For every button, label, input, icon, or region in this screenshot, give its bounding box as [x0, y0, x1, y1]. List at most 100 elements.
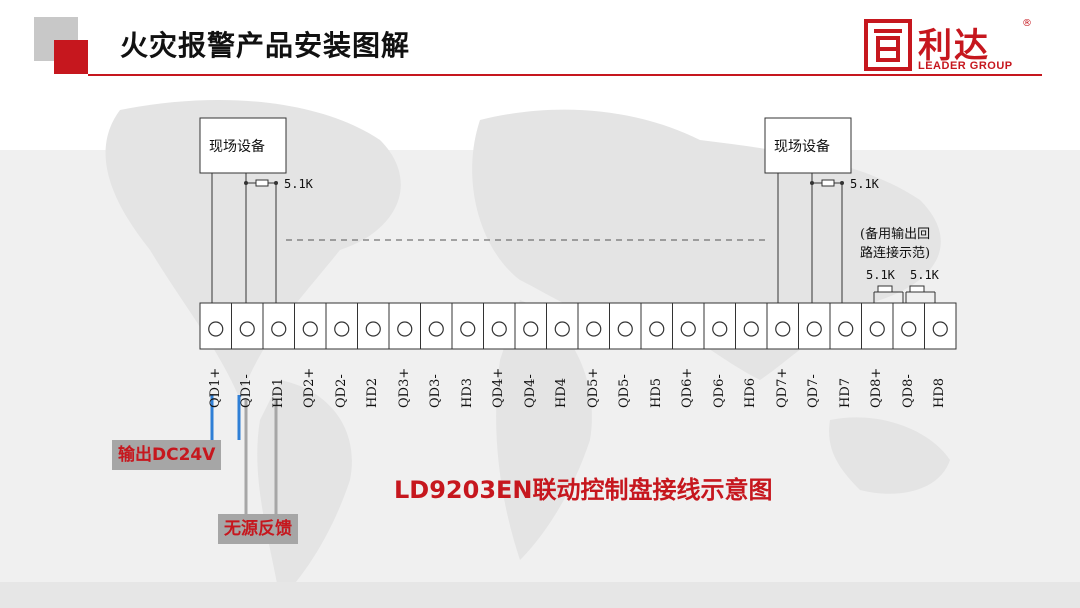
terminal-label-text: HD3 [459, 377, 475, 408]
terminal-label: QD1- [239, 358, 255, 408]
terminal-label: HD4 [554, 358, 570, 408]
terminal-screw-icon [743, 321, 759, 337]
terminal-label: QD4- [523, 358, 539, 408]
footer-band [0, 582, 1080, 608]
terminal-screw-icon [838, 321, 854, 337]
terminal-label-text: QD3- [428, 374, 444, 408]
terminal-label: HD2 [365, 358, 381, 408]
terminal-label-text: HD2 [365, 377, 381, 408]
device-label-right: 现场设备 [774, 139, 830, 155]
terminal-label: QD6- [712, 358, 728, 408]
terminal-label: QD3- [428, 358, 444, 408]
terminal-screw-icon [932, 321, 948, 337]
logo-registered-mark: ® [1022, 18, 1032, 29]
terminal-screw-icon [428, 321, 444, 337]
terminal-label-text: QD4- [522, 374, 538, 408]
resistor-label-left: 5.1K [284, 177, 313, 191]
terminal-label: QD2+ [302, 358, 318, 408]
terminal-screw-icon [365, 321, 381, 337]
terminal-label-text: HD6 [743, 377, 759, 408]
terminal-strip [199, 302, 957, 350]
terminal-label-text: QD7+ [774, 367, 790, 408]
terminal-screw-icon [712, 321, 728, 337]
terminal-label-text: QD7- [806, 374, 822, 408]
terminal-label-text: QD1- [239, 374, 255, 408]
terminal-screw-icon [523, 321, 539, 337]
terminal-label-text: QD8- [900, 374, 916, 408]
tag-output-dc24v: 输出DC24V [112, 440, 222, 470]
terminal-label-text: QD2- [333, 374, 349, 408]
terminal-label-text: QD6- [711, 374, 727, 408]
terminal-label: QD8- [901, 358, 917, 408]
terminal-label: QD1+ [208, 358, 224, 408]
terminal-label: HD5 [649, 358, 665, 408]
tag-passive-feedback: 无源反馈 [218, 514, 298, 544]
terminal-screw-icon [680, 321, 696, 337]
terminal-label-text: HD7 [837, 377, 853, 408]
device-label-left: 现场设备 [209, 139, 265, 155]
terminal-label: QD2- [334, 358, 350, 408]
resistor-right [821, 179, 835, 187]
terminal-label-text: QD6+ [680, 367, 696, 408]
terminal-label: QD7- [806, 358, 822, 408]
spare-resistor-label-1: 5.1K [866, 268, 895, 282]
terminal-screw-icon [302, 321, 318, 337]
terminal-screw-icon [208, 321, 224, 337]
terminal-screw-icon [397, 321, 413, 337]
terminal-label: HD8 [932, 358, 948, 408]
terminal-cell [798, 302, 831, 350]
terminal-screw-icon [775, 321, 791, 337]
terminal-label-text: QD4+ [491, 367, 507, 408]
terminal-screw-icon [586, 321, 602, 337]
terminal-label: HD7 [838, 358, 854, 408]
spare-resistors [873, 285, 936, 303]
terminal-label: HD6 [743, 358, 759, 408]
terminal-label: QD6+ [680, 358, 696, 408]
spare-note-line1: (备用输出回 [860, 227, 931, 242]
logo-icon [864, 19, 912, 71]
terminal-screw-icon [491, 321, 507, 337]
terminal-label-text: QD8+ [869, 367, 885, 408]
resistor-left [255, 179, 269, 187]
terminal-label-text: QD2+ [302, 367, 318, 408]
terminal-label-text: QD3+ [396, 367, 412, 408]
terminal-screw-icon [806, 321, 822, 337]
header-red-square [54, 40, 88, 74]
terminal-screw-icon [334, 321, 350, 337]
terminal-screw-icon [554, 321, 570, 337]
terminal-label: QD4+ [491, 358, 507, 408]
diagram-caption: LD9203EN联动控制盘接线示意图 [394, 476, 773, 504]
terminal-screw-icon [271, 321, 287, 337]
terminal-label-text: QD1+ [207, 367, 223, 408]
spare-resistor-label-2: 5.1K [910, 268, 939, 282]
terminal-screw-icon [239, 321, 255, 337]
terminal-label-text: QD5+ [585, 367, 601, 408]
terminal-label-text: HD8 [932, 377, 948, 408]
spare-note: (备用输出回 路连接示范) [860, 225, 930, 263]
device-box-left [199, 117, 287, 174]
terminal-label: HD3 [460, 358, 476, 408]
terminal-label-text: HD5 [648, 377, 664, 408]
terminal-label: QD8+ [869, 358, 885, 408]
device-box-right [764, 117, 852, 174]
callout-wires [210, 395, 278, 514]
terminal-label-text: HD4 [554, 377, 570, 408]
terminal-screw-icon [460, 321, 476, 337]
terminal-cell [199, 302, 232, 350]
terminal-label-text: QD5- [617, 374, 633, 408]
logo-text-en: LEADER GROUP [918, 60, 1013, 72]
terminal-label: QD5- [617, 358, 633, 408]
terminal-screw-icon [617, 321, 633, 337]
logo-text-cn: 利达 [918, 26, 990, 66]
terminal-label: HD1 [271, 358, 287, 408]
terminal-label: QD3+ [397, 358, 413, 408]
page-title: 火灾报警产品安装图解 [120, 29, 411, 62]
terminal-screw-icon [901, 321, 917, 337]
terminal-label: QD5+ [586, 358, 602, 408]
terminal-screw-icon [649, 321, 665, 337]
terminal-screw-icon [869, 321, 885, 337]
terminal-label: QD7+ [775, 358, 791, 408]
terminal-label-text: HD1 [270, 377, 286, 408]
resistor-label-right: 5.1K [850, 177, 879, 191]
